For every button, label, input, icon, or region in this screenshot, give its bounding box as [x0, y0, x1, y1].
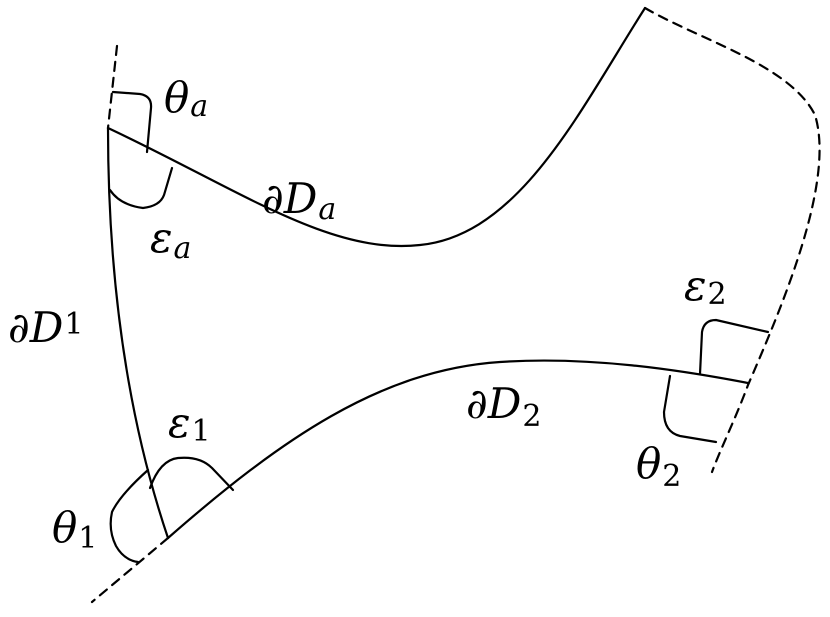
theta-1-arc: [109, 468, 150, 564]
label-theta-2: θ2: [636, 439, 681, 494]
boundary-d2-curve: [166, 359, 750, 540]
label-epsilon-1: ε1: [168, 398, 211, 449]
label-theta-a: θa: [164, 73, 208, 124]
boundary-d1-curve: [106, 126, 170, 540]
label-theta-1: θ1: [52, 503, 97, 556]
theta-a-arc: [111, 90, 153, 154]
label-boundary-d2: ∂D2: [466, 379, 542, 434]
epsilon-2-arc: [698, 318, 770, 376]
boundary-d2-extension-bottom: [90, 536, 170, 604]
label-epsilon-2: ε2: [684, 261, 727, 312]
boundary-da-curve: [106, 6, 647, 248]
right-dashed-boundary: [643, 6, 821, 474]
label-epsilon-a: εa: [150, 213, 191, 266]
label-boundary-d1: ∂D1: [8, 303, 84, 352]
theta-2-arc: [662, 374, 718, 444]
epsilon-1-arc: [148, 456, 235, 492]
label-boundary-da: ∂Da: [262, 174, 336, 227]
boundary-d1-extension-top: [106, 44, 119, 130]
epsilon-a-arc: [108, 166, 174, 210]
